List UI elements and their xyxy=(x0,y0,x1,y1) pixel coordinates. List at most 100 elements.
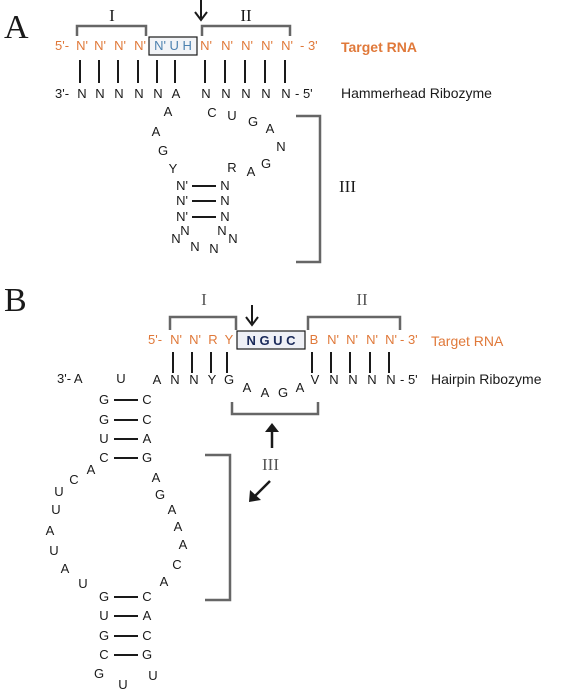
region-iii-bracket xyxy=(205,453,232,602)
nucleotide: N xyxy=(221,86,230,101)
region-i-label: I xyxy=(109,6,115,25)
nucleotide: N' xyxy=(366,332,378,347)
nucleotide: G xyxy=(155,487,165,502)
cleavage-site-sequence: N' U H xyxy=(154,38,192,53)
nucleotide: A xyxy=(172,86,181,101)
region-i-label: I xyxy=(201,290,207,309)
nucleotide: N' xyxy=(176,193,188,208)
hairpin-ribozyme-label: Hairpin Ribozyme xyxy=(431,371,542,387)
region-ii-label: II xyxy=(240,6,252,25)
nucleotide: N xyxy=(386,372,395,387)
nucleotide: U xyxy=(118,677,127,692)
nucleotide: N' xyxy=(221,38,233,53)
target-rna-label-a: Target RNA xyxy=(341,39,417,55)
nucleotide: G xyxy=(158,143,168,158)
nucleotide: A xyxy=(152,124,161,139)
nucleotide: U xyxy=(54,484,63,499)
nucleotide: G xyxy=(142,450,152,465)
nucleotide: Y xyxy=(225,332,234,347)
terminal-loop: G U U xyxy=(94,666,158,692)
hammerhead-ribozyme-label: Hammerhead Ribozyme xyxy=(341,85,492,101)
nucleotide: C xyxy=(172,557,181,572)
nucleotide: N xyxy=(153,86,162,101)
nucleotide: Y xyxy=(208,372,217,387)
panel-a-letter: A xyxy=(4,9,29,46)
nucleotide: A xyxy=(266,121,275,136)
nucleotide: A xyxy=(174,519,183,534)
nucleotide: A xyxy=(87,462,96,477)
nucleotide: U xyxy=(227,108,236,123)
nucleotide: N xyxy=(171,231,180,246)
nucleotide: C xyxy=(142,589,151,604)
three-prime-end: 3'- A xyxy=(57,371,83,386)
nucleotide: U xyxy=(148,668,157,683)
nucleotide: N' xyxy=(200,38,212,53)
nucleotide: Y xyxy=(169,161,178,176)
nucleotide: G xyxy=(142,647,152,662)
hairpin-ribozyme-strand: 3'- A U A N N Y G V N N N N - 5' xyxy=(57,371,418,387)
loop-b: A C U U A U A U A G A A A C A xyxy=(46,462,188,591)
helix-stem-2: G C U A G C C G xyxy=(99,589,152,662)
nucleotide: A xyxy=(143,608,152,623)
nucleotide: N' xyxy=(114,38,126,53)
nucleotide: N xyxy=(217,223,226,238)
nucleotide: A xyxy=(164,104,173,119)
region-i-bracket xyxy=(75,24,148,36)
nucleotide: C xyxy=(142,392,151,407)
nucleotide: N' xyxy=(346,332,358,347)
nucleotide: C xyxy=(99,647,108,662)
nucleotide: U xyxy=(78,576,87,591)
nucleotide: B xyxy=(310,332,319,347)
nucleotide: U xyxy=(116,371,125,386)
up-arrow-icon xyxy=(265,423,279,448)
nucleotide: U xyxy=(51,502,60,517)
nucleotide: C xyxy=(142,412,151,427)
hammerhead-ribozyme-strand: 3'- N N N N N A N N N N N - 5' xyxy=(55,86,313,101)
cleavage-site-box xyxy=(148,36,198,56)
nucleotide: N' xyxy=(327,332,339,347)
nucleotide: N xyxy=(367,372,376,387)
nucleotide: N' xyxy=(176,178,188,193)
nucleotide: C xyxy=(99,450,108,465)
five-prime-end: - 5' xyxy=(295,86,313,101)
nucleotide: N xyxy=(180,223,189,238)
nucleotide: N xyxy=(241,86,250,101)
nucleotide: G xyxy=(99,589,109,604)
nucleotide: C xyxy=(142,628,151,643)
base-pairs-a xyxy=(79,60,286,83)
nucleotide: R xyxy=(227,160,236,175)
hammerhead-core: A A G Y C U G A N G A R N' N N' N N' N N… xyxy=(152,104,286,256)
nucleotide: N' xyxy=(76,38,88,53)
three-prime-end: 3'- xyxy=(55,86,69,101)
nucleotide: G xyxy=(224,372,234,387)
nucleotide: N xyxy=(348,372,357,387)
region-ii-bracket xyxy=(306,315,402,330)
nucleotide: A xyxy=(261,385,270,400)
nucleotide: A xyxy=(179,537,188,552)
nucleotide: G xyxy=(278,385,288,400)
nucleotide: N' xyxy=(94,38,106,53)
nucleotide: C xyxy=(207,105,216,120)
nucleotide: U xyxy=(99,608,108,623)
nucleotide: N xyxy=(77,86,86,101)
nucleotide: N' xyxy=(385,332,397,347)
nucleotide: V xyxy=(311,372,320,387)
nucleotide: A xyxy=(160,574,169,589)
five-prime-end: 5'- xyxy=(148,332,162,347)
region-iii-bracket xyxy=(296,114,322,264)
nucleotide: N xyxy=(329,372,338,387)
nucleotide: A xyxy=(168,502,177,517)
nucleotide: N' xyxy=(176,209,188,224)
loop-a: A A G A xyxy=(243,380,305,400)
nucleotide: N xyxy=(134,86,143,101)
nucleotide: N xyxy=(220,178,229,193)
nucleotide: N xyxy=(228,231,237,246)
target-rna-a: 5'- N' N' N' N' N' U H N' N' N' N' N' - … xyxy=(55,36,318,56)
nucleotide: N' xyxy=(261,38,273,53)
nucleotide: R xyxy=(208,332,217,347)
nucleotide: N xyxy=(201,86,210,101)
nucleotide: A xyxy=(243,380,252,395)
nucleotide: A xyxy=(247,164,256,179)
nucleotide: N xyxy=(114,86,123,101)
nucleotide: G xyxy=(261,156,271,171)
